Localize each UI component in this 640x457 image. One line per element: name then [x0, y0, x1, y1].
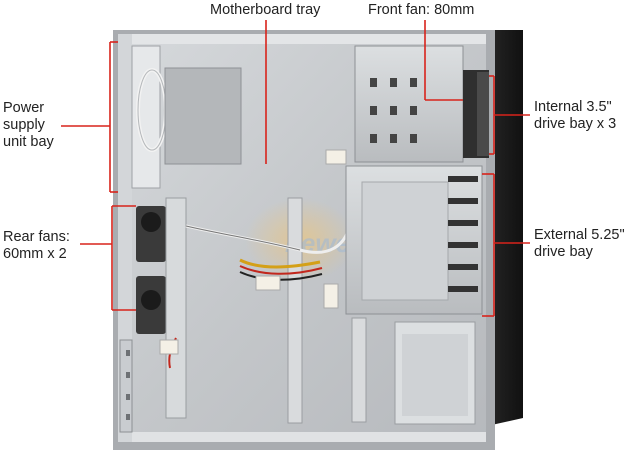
label-rear-fans-line1: Rear fans: [3, 229, 70, 245]
label-front-fan: Front fan: 80mm [368, 2, 475, 18]
callout-lines [61, 20, 530, 317]
label-psu-bay-line3: unit bay [3, 134, 54, 150]
external-drive-cage [345, 165, 483, 315]
internal-drive-cage [354, 45, 464, 163]
lower-drive-bay [394, 321, 476, 425]
label-rear-fans-line2: 60mm x 2 [3, 246, 67, 262]
label-psu-bay-line1: Power [3, 100, 45, 116]
label-external-drive-bay-line1: External 5.25" [534, 227, 625, 243]
rear-fans [136, 197, 187, 419]
label-internal-drive-bay-line1: Internal 3.5" [534, 99, 612, 115]
label-external-drive-bay-line2: drive bay [534, 244, 593, 260]
label-internal-drive-bay-line2: drive bay x 3 [534, 116, 617, 132]
label-motherboard-tray: Motherboard tray [210, 2, 321, 18]
cables [159, 149, 352, 369]
motherboard-plate [164, 67, 242, 165]
label-external-drive-bay: External 5.25" drive bay [534, 227, 625, 261]
expansion-slots [119, 339, 133, 433]
label-rear-fans: Rear fans: 60mm x 2 [3, 229, 70, 263]
front-fan [463, 70, 489, 158]
psu-bay [131, 45, 168, 189]
label-psu-bay-line2: supply [3, 117, 45, 133]
label-psu-bay: Power supply unit bay [3, 100, 54, 151]
label-internal-drive-bay: Internal 3.5" drive bay x 3 [534, 99, 616, 133]
standoff-rails [287, 197, 367, 424]
